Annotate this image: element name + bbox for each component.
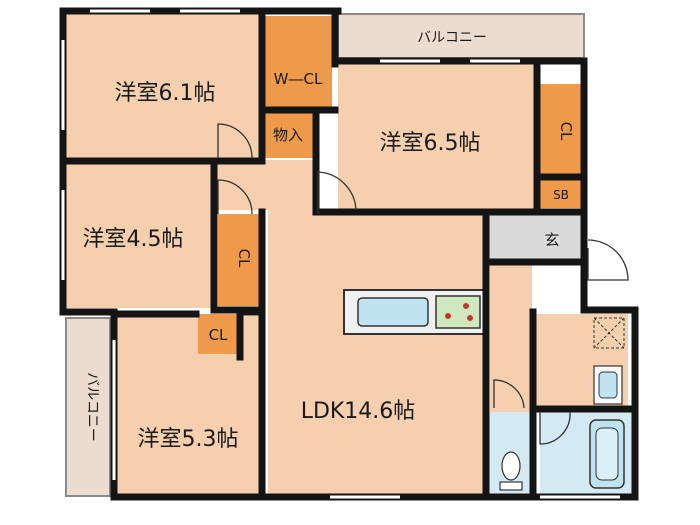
washbasin-icon [593,365,623,405]
room-label-western-5-3: 洋室5.3帖 [138,427,239,452]
bathtub-icon [589,419,625,489]
svg-text:CL: CL [235,249,253,268]
label-closet-4-5: CL [235,249,253,268]
room-western-6-1 [66,14,262,158]
balcony-left [65,317,111,497]
burner-icon [463,303,469,309]
label-walk-in-closet: W―CL [274,70,323,88]
label-shoe-box: SB [553,188,569,202]
entrance-area [488,212,584,262]
kitchen-sink [357,297,429,327]
svg-text:バルコニー: バルコニー [84,372,100,442]
toilet-icon [499,451,523,491]
label-entrance: 玄 [544,231,559,249]
label-closet-5-3: CL [209,326,228,344]
label-storage-in: 物入 [273,126,303,144]
closet-5-3 [198,314,238,354]
room-western-6-5 [338,64,534,210]
windows [61,9,620,499]
label-balcony-top: バルコニー [417,30,487,46]
walk-in-closet [264,16,332,108]
svg-text:CL: CL [557,122,575,141]
label-balcony-left: バルコニー [84,372,100,442]
label-closet-6-5: CL [557,122,575,141]
room-western-4-5 [66,164,212,308]
door-swings [217,123,629,445]
room-label-western-4-5: 洋室4.5帖 [83,227,184,252]
washing-machine-space-icon [593,317,625,349]
kitchen-stove [435,295,481,329]
shoe-box [540,180,582,208]
burner-icon [445,313,451,319]
room-label-western-6-1: 洋室6.1帖 [115,81,216,106]
burner-icon [467,315,473,321]
room-label-ldk: LDK14.6帖 [301,399,416,424]
walls [59,7,639,501]
hall-corridor [490,262,532,412]
closet-6-5 [540,84,582,174]
storage-in [264,112,314,158]
room-label-western-6-5: 洋室6.5帖 [380,131,481,156]
closet-4-5 [218,214,260,306]
